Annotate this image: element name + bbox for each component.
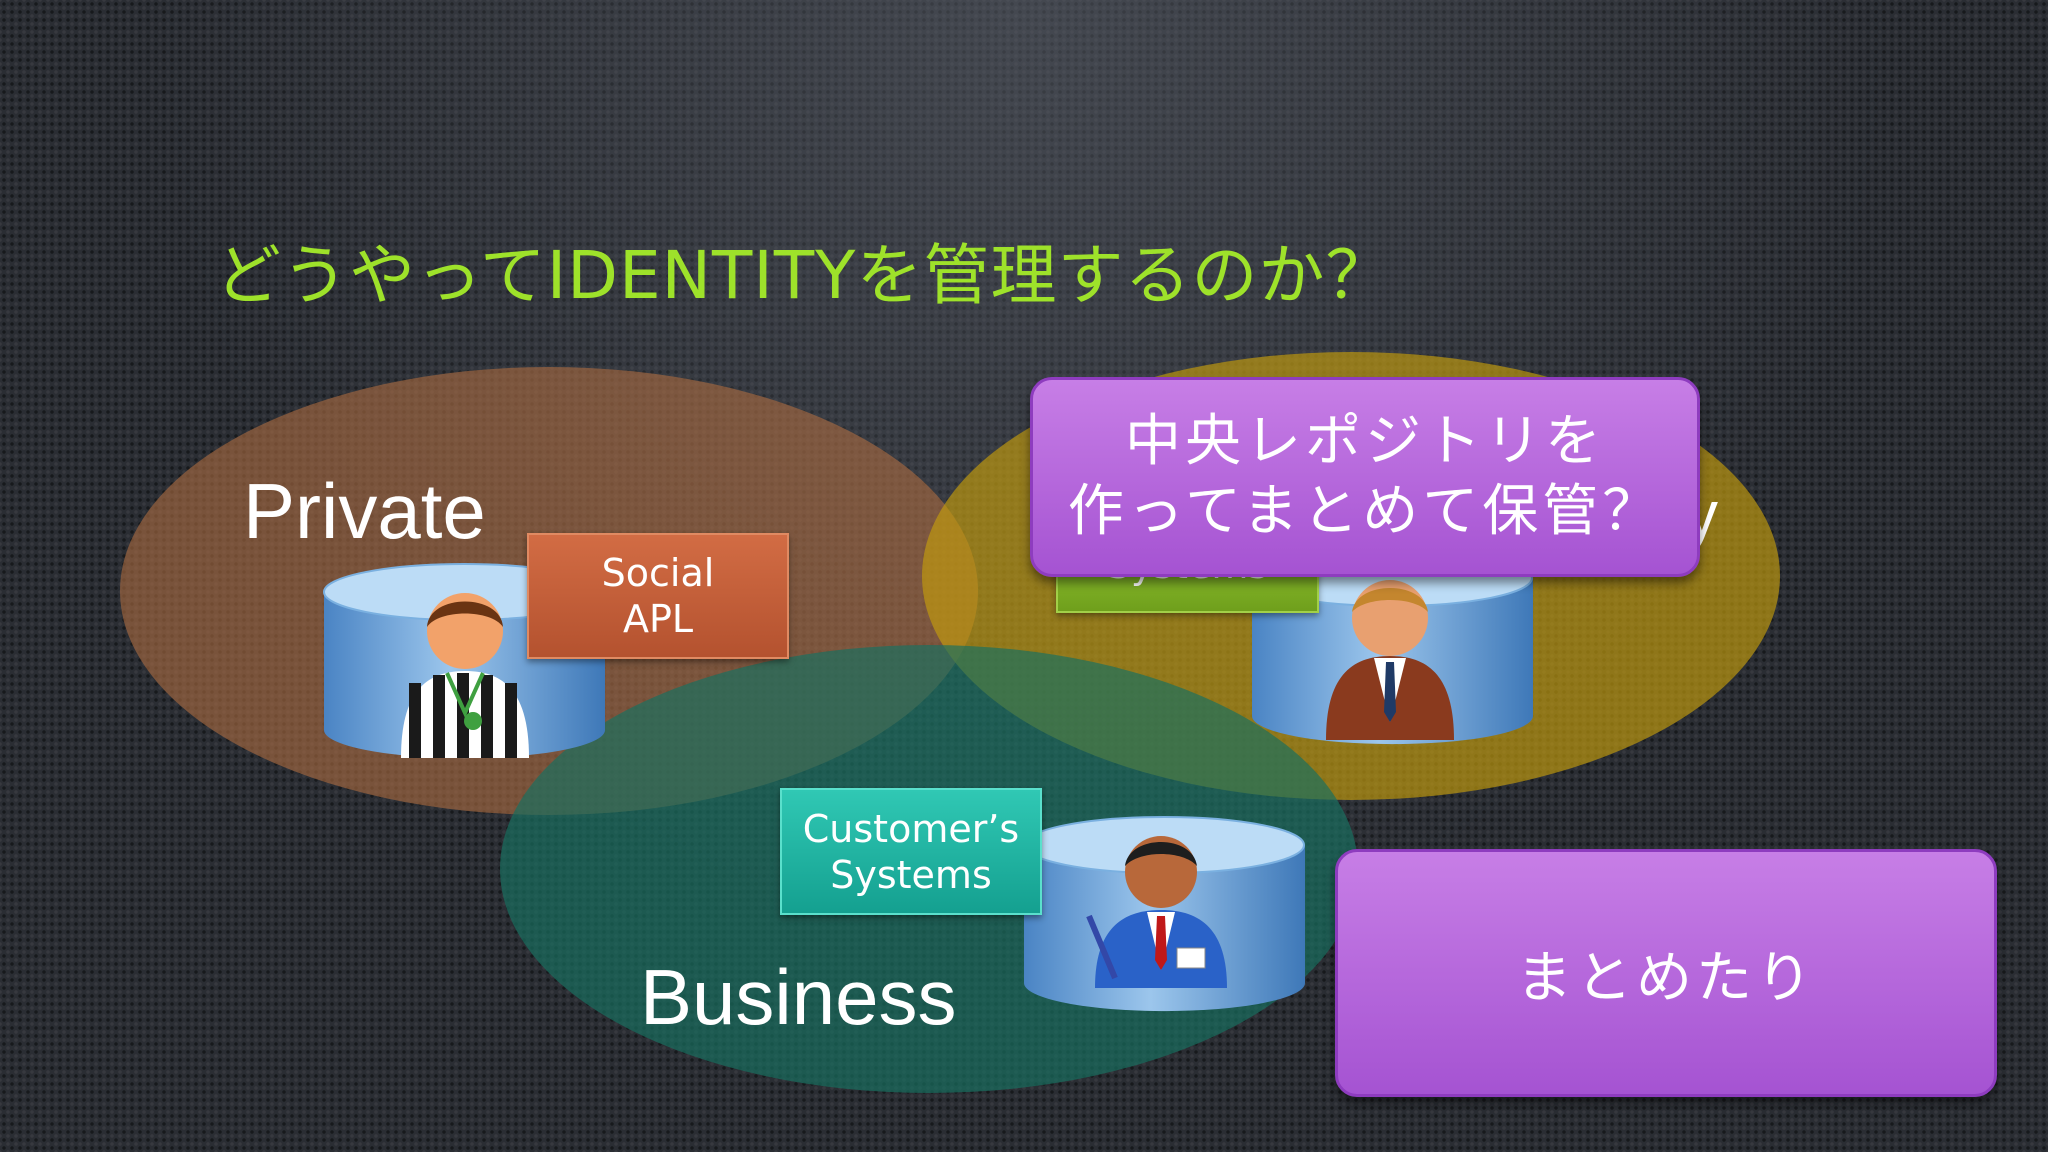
summary-callout-text: まとめたり xyxy=(1516,945,1816,1011)
customer-systems-line1: Customer’s xyxy=(802,806,1020,851)
social-apl-line2: APL xyxy=(622,597,694,641)
slide-title: どうやってIDENTITYを管理するのか？ xyxy=(215,237,1393,314)
private-label: Private xyxy=(243,467,486,555)
customer-person-icon xyxy=(1086,836,1227,988)
social-apl-box: Social APL xyxy=(527,533,789,659)
customer-systems-line2: Systems xyxy=(830,852,992,897)
central-repository-line1: 中央レポジトリを xyxy=(1125,409,1605,474)
social-apl-line1: Social xyxy=(601,551,715,595)
central-repository-callout: 中央レポジトリを 作ってまとめて保管？ xyxy=(1030,377,1700,577)
businessman-icon xyxy=(1326,580,1454,740)
referee-person-icon xyxy=(401,593,529,758)
business-label: Business xyxy=(640,953,957,1041)
central-repository-line2: 作ってまとめて保管？ xyxy=(1067,479,1663,544)
summary-callout: まとめたり xyxy=(1335,849,1997,1097)
customer-systems-box: Customer’s Systems xyxy=(780,788,1042,915)
